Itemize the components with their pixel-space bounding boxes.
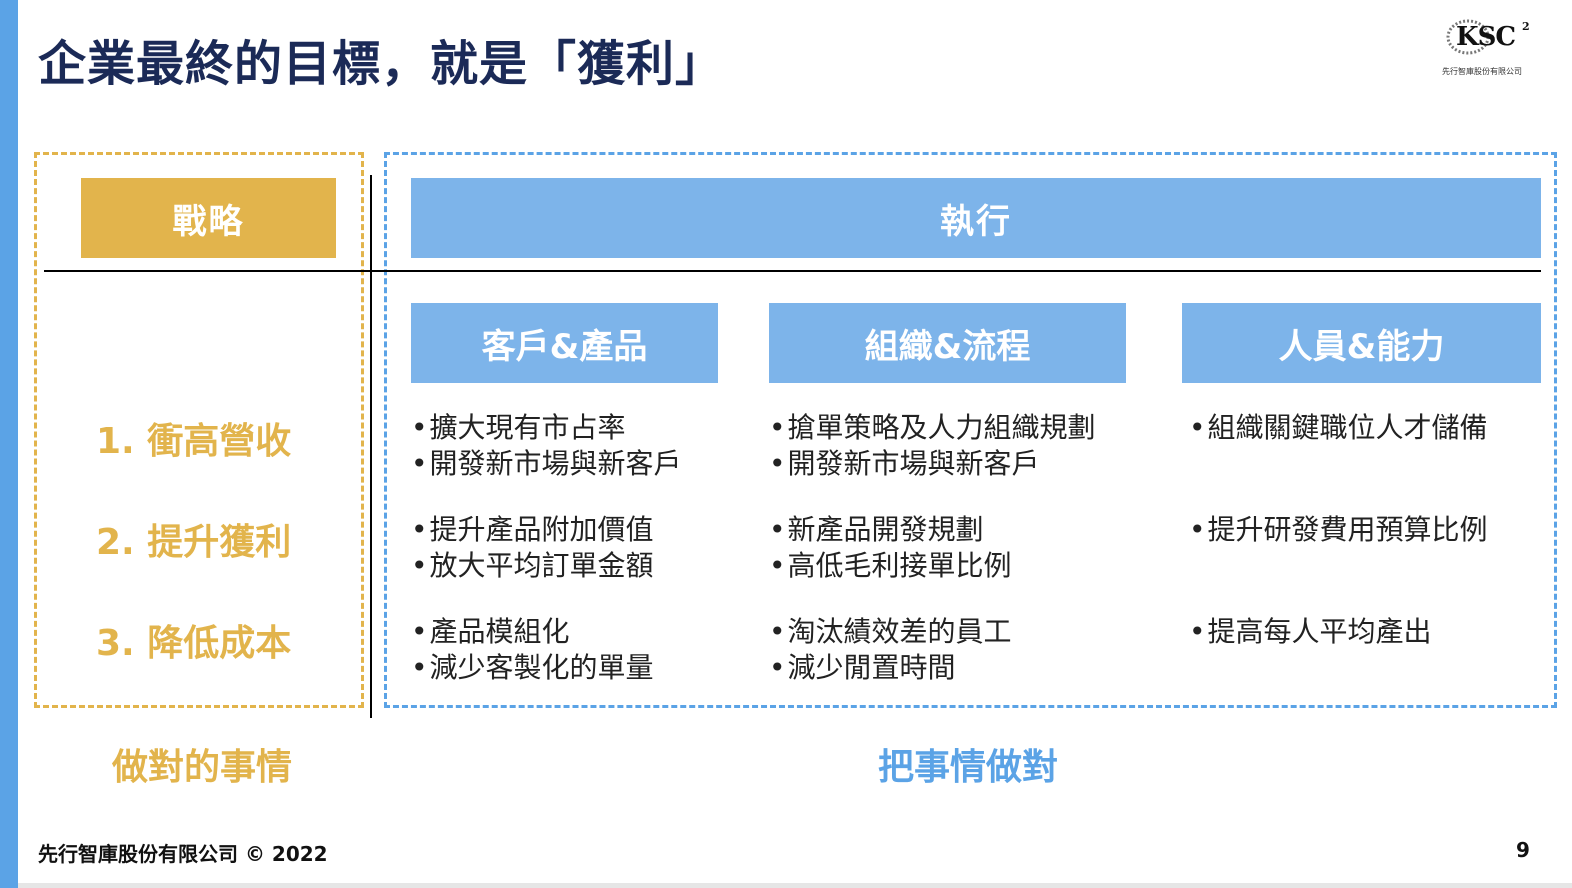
- bullet-item: 提高每人平均產出: [1189, 614, 1432, 650]
- horizontal-divider: [44, 270, 1541, 272]
- label-do-right-things: 做對的事情: [112, 747, 293, 788]
- slide-title: 企業最終的目標，就是「獲利」: [38, 36, 725, 92]
- bullet-item: 提升研發費用預算比例: [1189, 512, 1488, 548]
- bottom-divider: [18, 883, 1572, 888]
- execution-dashed-frame: [384, 152, 1557, 708]
- logo-ring-icon: [1446, 19, 1490, 55]
- bullet-item: 淘汰績效差的員工: [769, 614, 1012, 650]
- strategy-item-reduce-cost: 3. 降低成本: [96, 623, 292, 664]
- bullet-item: 擴大現有市占率: [411, 410, 682, 446]
- bullet-item: 減少客製化的單量: [411, 650, 654, 686]
- bullet-group: 提升研發費用預算比例: [1189, 512, 1488, 548]
- bullet-item: 高低毛利接單比例: [769, 548, 1012, 584]
- bullet-group: 搶單策略及人力組織規劃 開發新市場與新客戶: [769, 410, 1096, 482]
- bullet-item: 搶單策略及人力組織規劃: [769, 410, 1096, 446]
- logo-text: KSC: [1456, 22, 1516, 52]
- bullet-group: 提高每人平均產出: [1189, 614, 1432, 650]
- bullet-item: 產品模組化: [411, 614, 654, 650]
- bullet-group: 組織關鍵職位人才儲備: [1189, 410, 1488, 446]
- accent-left-bar: [0, 0, 18, 888]
- bullet-group: 產品模組化 減少客製化的單量: [411, 614, 654, 686]
- column-header-organization-process: 組織&流程: [769, 303, 1126, 383]
- footer-copyright: 先行智庫股份有限公司 © 2022: [38, 842, 328, 866]
- strategy-item-improve-profit: 2. 提升獲利: [96, 522, 292, 563]
- label-do-things-right: 把事情做對: [878, 747, 1059, 788]
- execution-header: 執行: [411, 178, 1541, 258]
- bullet-item: 開發新市場與新客戶: [411, 446, 682, 482]
- strategy-item-raise-revenue: 1. 衝高營收: [96, 421, 292, 462]
- page-number: 9: [1516, 838, 1530, 862]
- column-header-customer-product: 客戶&產品: [411, 303, 718, 383]
- vertical-divider: [370, 175, 372, 718]
- strategy-header: 戰略: [81, 178, 336, 258]
- bullet-item: 放大平均訂單金額: [411, 548, 654, 584]
- bullet-item: 組織關鍵職位人才儲備: [1189, 410, 1488, 446]
- strategy-dashed-frame: [34, 152, 364, 708]
- bullet-group: 新產品開發規劃 高低毛利接單比例: [769, 512, 1012, 584]
- bullet-item: 減少閒置時間: [769, 650, 1012, 686]
- company-logo: KSC 2 先行智庫股份有限公司: [1438, 16, 1538, 78]
- bullet-group: 擴大現有市占率 開發新市場與新客戶: [411, 410, 682, 482]
- logo-subtitle: 先行智庫股份有限公司: [1442, 67, 1522, 76]
- bullet-item: 新產品開發規劃: [769, 512, 1012, 548]
- bullet-item: 提升產品附加價值: [411, 512, 654, 548]
- bullet-group: 淘汰績效差的員工 減少閒置時間: [769, 614, 1012, 686]
- column-header-people-capability: 人員&能力: [1182, 303, 1541, 383]
- bullet-group: 提升產品附加價值 放大平均訂單金額: [411, 512, 654, 584]
- logo-superscript: 2: [1522, 20, 1530, 33]
- bullet-item: 開發新市場與新客戶: [769, 446, 1096, 482]
